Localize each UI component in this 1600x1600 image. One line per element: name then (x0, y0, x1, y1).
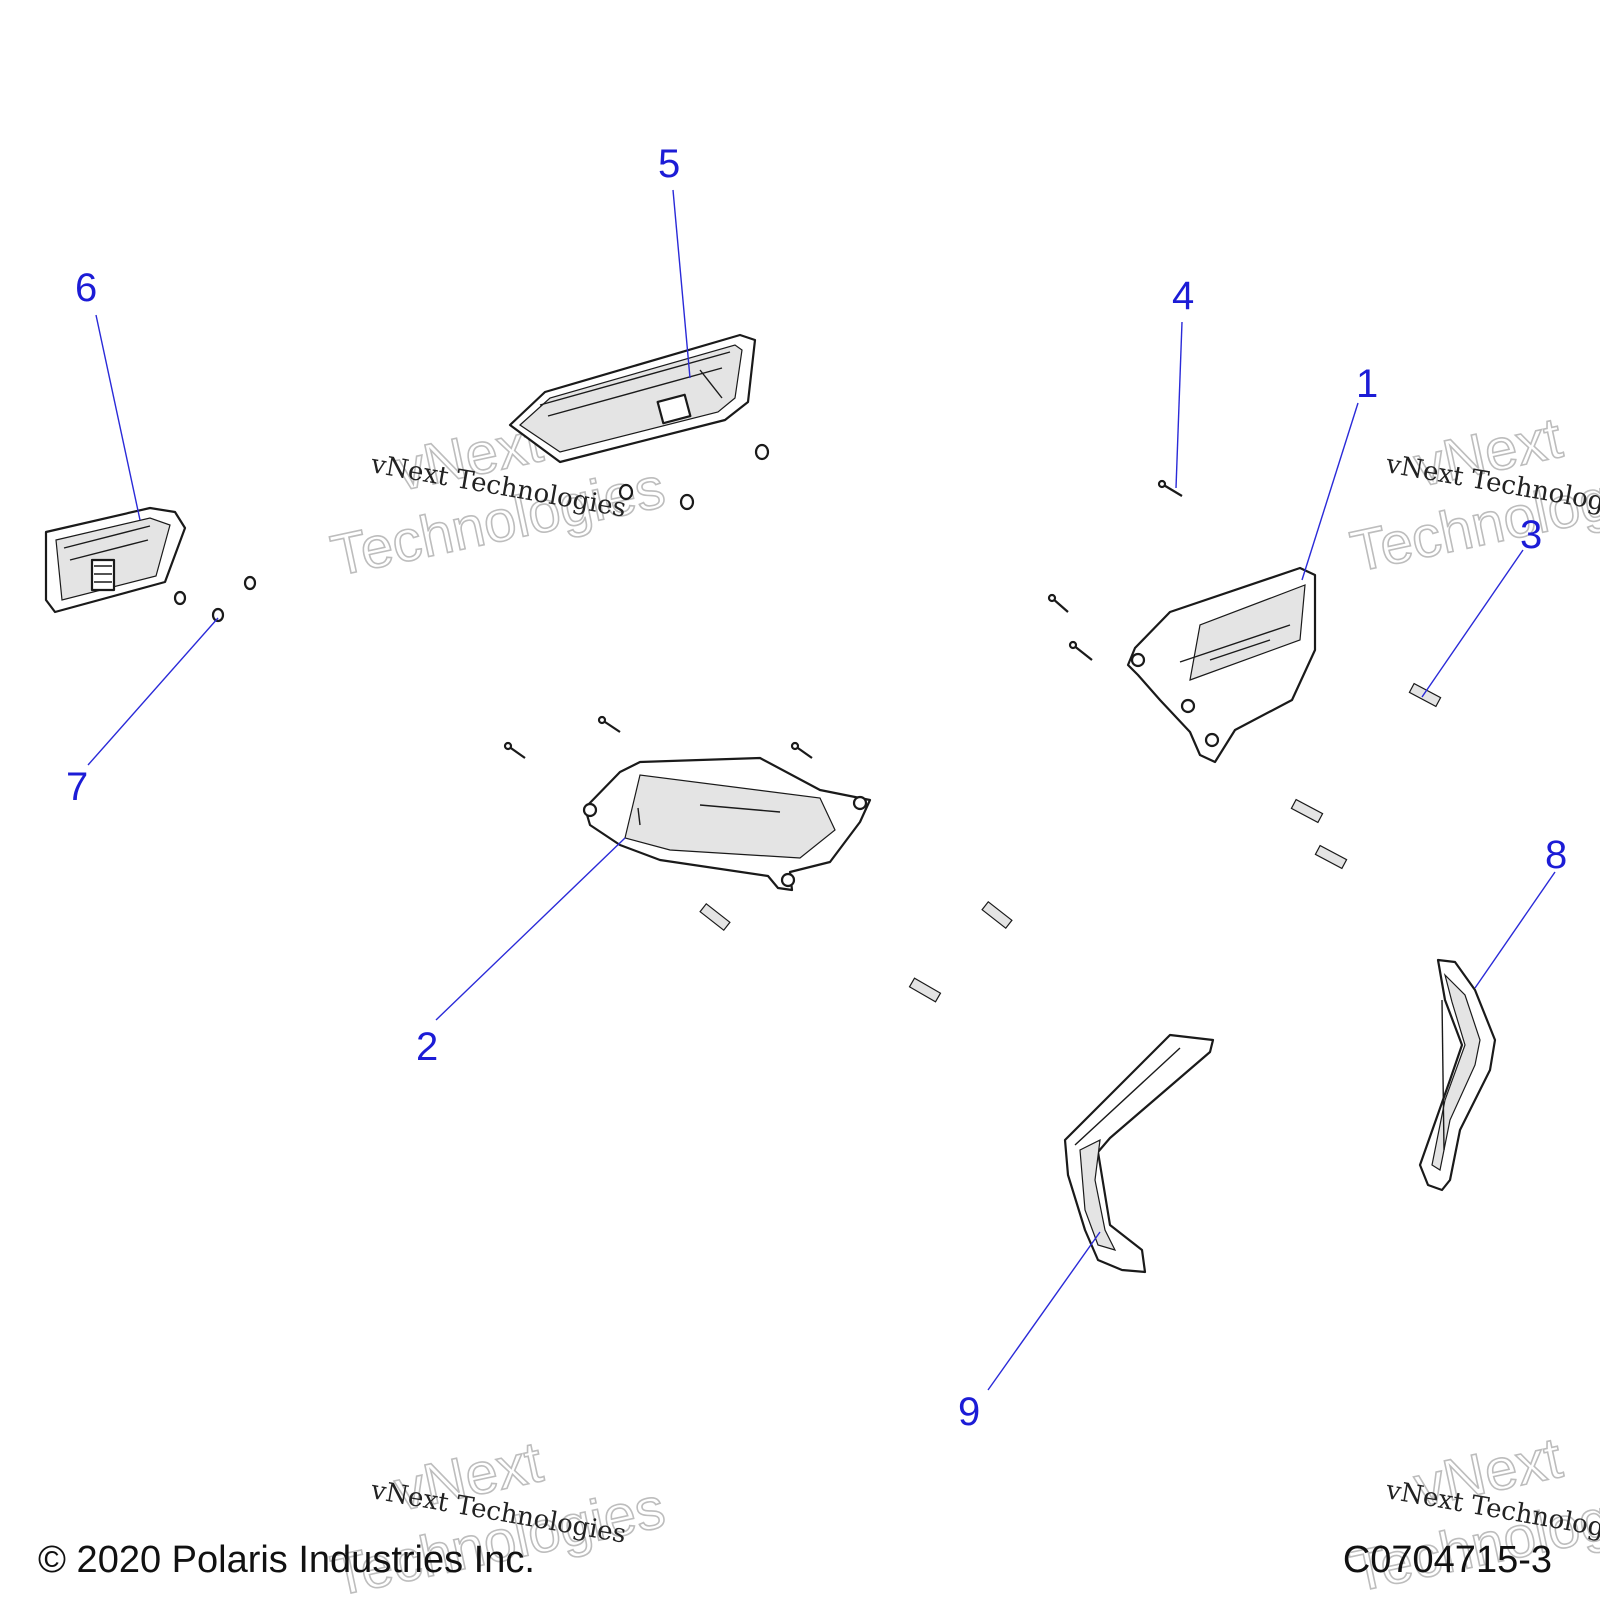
part-5-nuts (618, 443, 770, 511)
part-6-side-lens (44, 506, 187, 614)
part-1-headlight-right (1126, 566, 1317, 764)
part-3-grommets (699, 682, 1442, 1003)
callout-4: 4 (1172, 274, 1194, 318)
callout-7: 7 (66, 765, 88, 809)
callout-5: 5 (658, 142, 680, 186)
callout-1: 1 (1356, 362, 1378, 406)
part-2-screws (503, 715, 813, 759)
callout-6: 6 (75, 266, 97, 310)
callout-8: 8 (1545, 833, 1567, 877)
leader-lines (87, 189, 1556, 1391)
callout-2: 2 (416, 1025, 438, 1069)
part-7-nuts (173, 575, 257, 623)
copyright-text: © 2020 Polaris Industries Inc. (38, 1539, 535, 1581)
drawing-number: C0704715-3 (1342, 1539, 1552, 1581)
callout-3: 3 (1520, 513, 1542, 557)
callout-9: 9 (958, 1390, 980, 1434)
part-2-headlight-left (582, 756, 872, 892)
part-9-accent-light (1063, 1033, 1215, 1274)
part-5-upper-lens (508, 333, 757, 464)
part-4-screws (1047, 479, 1183, 661)
part-8-accent-light (1418, 958, 1497, 1192)
